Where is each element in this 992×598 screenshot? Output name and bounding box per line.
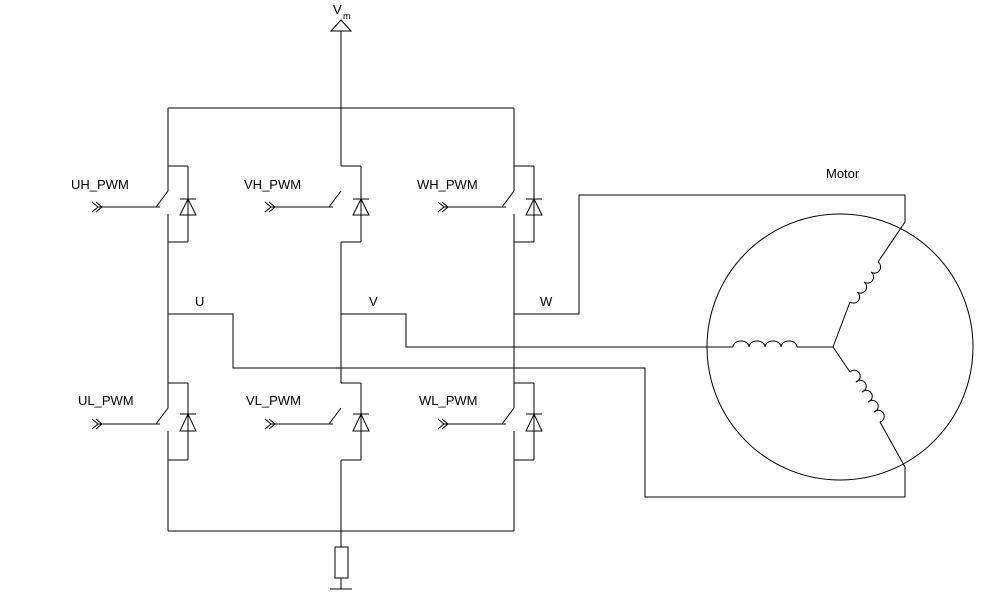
switch-icon [501,190,515,208]
switch-icon [155,190,169,208]
switch-icon [328,190,342,208]
bottom-rail [167,460,515,547]
diode-icon [352,197,370,216]
gate-input-icon [437,201,445,213]
phase-w-label: W [540,294,553,309]
supply-label-subscript: m [343,11,351,21]
supply-vm: V m [329,2,353,108]
phase-v-label: V [369,294,378,309]
supply-arrow-icon [329,19,353,32]
phase-u-label: U [195,294,204,309]
gate-wh-label: WH_PWM [417,177,478,192]
supply-label: V [333,2,342,17]
gate-input-icon [91,418,99,430]
winding-w-coil-icon [849,261,882,304]
switch-vh [264,165,370,243]
phase-w-wire [514,194,906,315]
diode-icon [179,197,197,216]
motor-housing-icon [706,213,974,481]
switch-uh [91,165,197,243]
diode-icon [525,412,543,432]
switch-wl [437,382,543,461]
phase-v-wire [341,313,707,348]
phase-u-wire [168,313,906,498]
winding-v-coil-icon [732,340,798,348]
gate-ul-label: UL_PWM [78,393,134,408]
gate-uh-label: UH_PWM [71,177,129,192]
gate-vh-label: VH_PWM [244,177,301,192]
motor: Motor [706,166,974,481]
resistor-icon [334,546,349,579]
gate-input-icon [437,418,445,430]
switch-ul [91,382,197,461]
gate-vl-label: VL_PWM [246,393,301,408]
switch-wh [437,165,543,243]
winding-u-coil-icon [849,369,885,423]
switch-icon [501,407,515,425]
shunt-resistor [330,546,352,590]
gate-wl-label: WL_PWM [419,393,478,408]
gate-input-icon [91,201,99,213]
top-rail [167,107,515,166]
diode-icon [352,412,370,432]
gate-input-icon [264,418,272,430]
phase-legs [167,242,515,383]
switch-icon [328,407,342,425]
motor-label: Motor [826,166,860,181]
switch-icon [155,407,169,425]
switch-vl [264,382,370,461]
gate-input-icon [264,201,272,213]
diode-icon [179,412,197,432]
diode-icon [525,197,543,216]
